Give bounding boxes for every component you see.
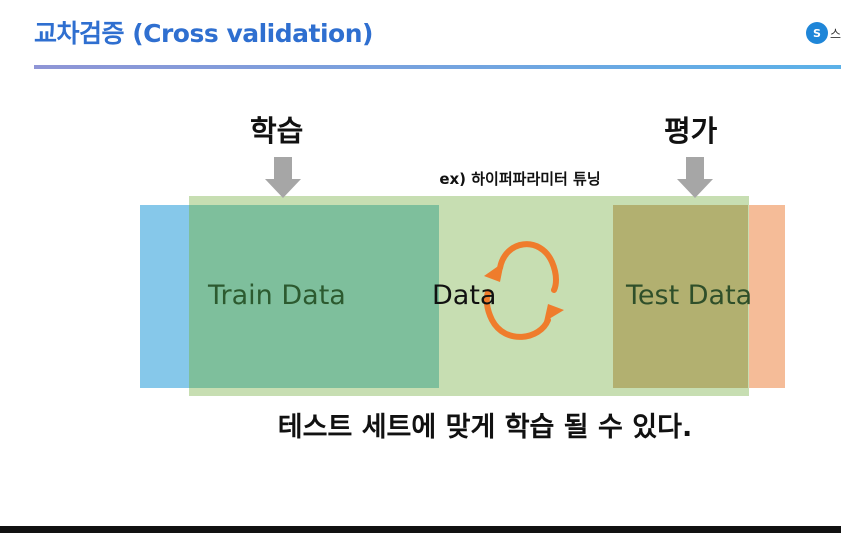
- logo-icon: S: [806, 22, 828, 44]
- train-label: 학습: [250, 114, 304, 148]
- data-label: Data: [432, 280, 497, 311]
- cycle-arrow-head-bottom: [544, 304, 564, 322]
- caption: 테스트 세트에 맞게 학습 될 수 있다.: [277, 412, 693, 443]
- train-data-label: Train Data: [208, 280, 346, 311]
- eval-label: 평가: [664, 114, 718, 148]
- cycle-arrows-icon: [483, 241, 559, 340]
- page-title: 교차검증 (Cross validation): [34, 19, 373, 48]
- train-down-arrow-icon: [265, 157, 301, 198]
- brand-logo: S 스: [806, 22, 841, 44]
- test-block: [613, 205, 748, 388]
- tuning-note: ex) 하이퍼파라미터 튜닝: [439, 170, 601, 188]
- cycle-arrow-head-top: [484, 262, 504, 282]
- train-block: [189, 205, 439, 388]
- title-underline: [34, 65, 841, 69]
- test-data-label: Test Data: [626, 280, 753, 311]
- bottom-border: [0, 526, 841, 533]
- logo-text: 스: [830, 26, 841, 41]
- eval-down-arrow-icon: [677, 157, 713, 198]
